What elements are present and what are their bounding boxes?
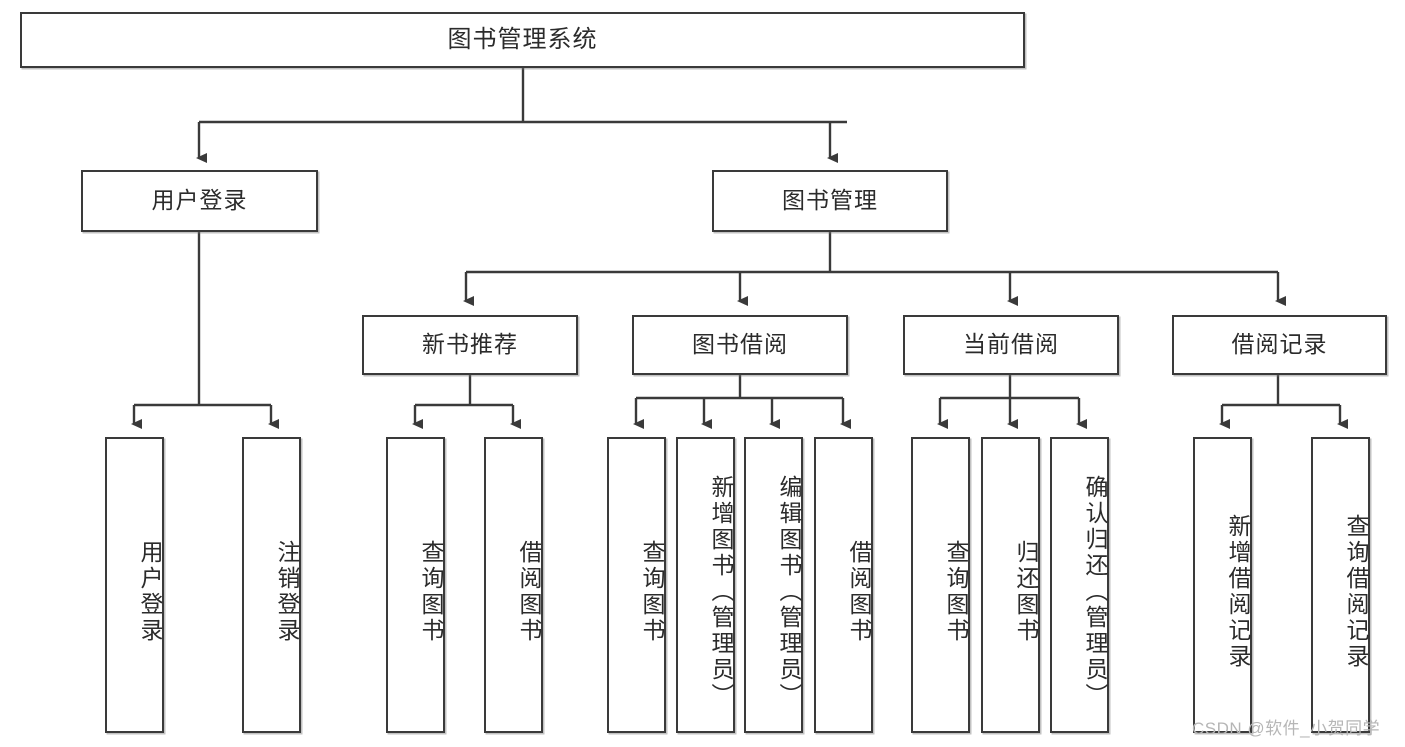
leaf-logout-login[interactable]: 注销登录 <box>242 437 301 733</box>
leaf-add-borrow-record[interactable]: 新增借阅记录 <box>1193 437 1252 733</box>
leaf-query-book-recommend[interactable]: 查询图书 <box>386 437 445 733</box>
node-book-management-system[interactable]: 图书管理系统 <box>20 12 1025 68</box>
leaf-borrow-book-recommend[interactable]: 借阅图书 <box>484 437 543 733</box>
leaf-return-book[interactable]: 归还图书 <box>981 437 1040 733</box>
node-user-login[interactable]: 用户登录 <box>81 170 318 232</box>
leaf-add-book[interactable]: 新增图书（管理员） <box>676 437 735 733</box>
leaf-user-login[interactable]: 用户登录 <box>105 437 164 733</box>
node-new-book-recommend[interactable]: 新书推荐 <box>362 315 578 375</box>
csdn-watermark: CSDN @软件_小贺同学 <box>1192 719 1381 738</box>
leaf-confirm-return[interactable]: 确认归还（管理员） <box>1050 437 1109 733</box>
node-book-borrow[interactable]: 图书借阅 <box>632 315 848 375</box>
leaf-query-borrow-record[interactable]: 查询借阅记录 <box>1311 437 1370 733</box>
leaf-borrow-book[interactable]: 借阅图书 <box>814 437 873 733</box>
node-borrow-record[interactable]: 借阅记录 <box>1172 315 1387 375</box>
node-book-management[interactable]: 图书管理 <box>712 170 948 232</box>
leaf-query-book-current[interactable]: 查询图书 <box>911 437 970 733</box>
node-current-borrow[interactable]: 当前借阅 <box>903 315 1119 375</box>
leaf-edit-book[interactable]: 编辑图书（管理员） <box>744 437 803 733</box>
leaf-query-book-borrow[interactable]: 查询图书 <box>607 437 666 733</box>
